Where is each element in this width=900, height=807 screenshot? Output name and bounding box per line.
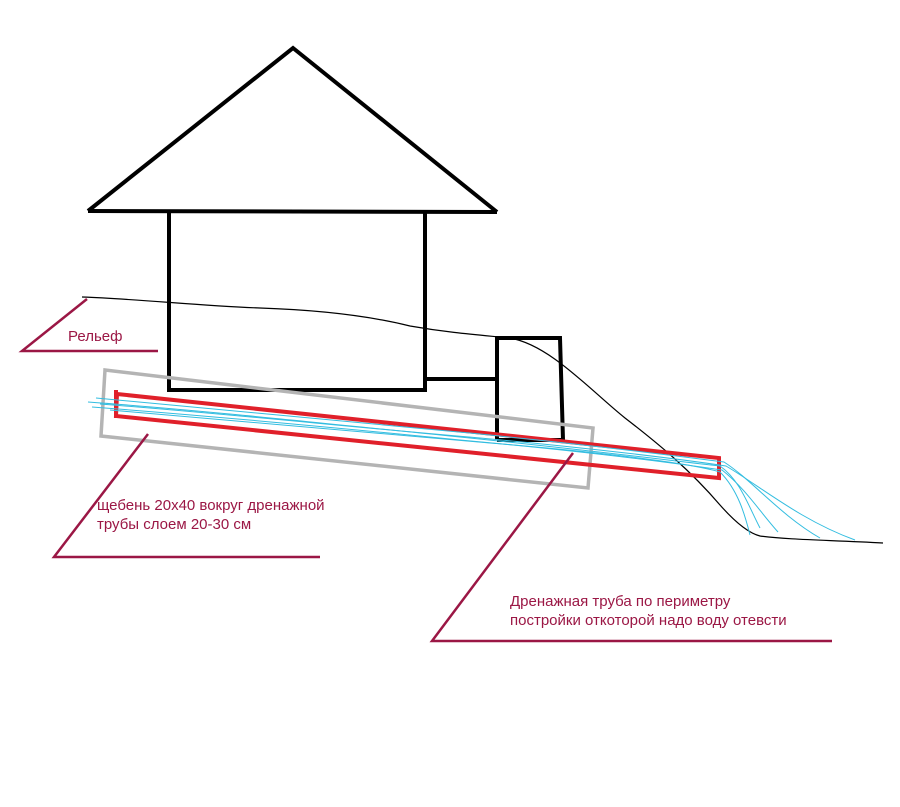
- gravel-bed: [99, 368, 595, 490]
- terrain-line: [81, 296, 884, 544]
- pipe-label: Дренажная труба по периметру постройки о…: [510, 592, 787, 630]
- house-walls: [167, 212, 427, 392]
- gravel-label: щебень 20х40 вокруг дренажной трубы слое…: [97, 496, 325, 534]
- relief-leader: [18, 298, 158, 353]
- pipe-leader: [429, 452, 832, 643]
- gravel-label-line2: трубы слоем 20-30 см: [97, 516, 252, 533]
- relief-label: Рельеф: [68, 327, 122, 346]
- house-roof: [86, 45, 499, 214]
- relief-label-text: Рельеф: [68, 328, 123, 345]
- pipe-label-line2: постройки откоторой надо воду отевсти: [510, 612, 787, 629]
- gravel-label-line1: щебень 20х40 вокруг дренажной: [97, 497, 325, 514]
- water-flow: [87, 397, 856, 541]
- pipe-label-line1: Дренажная труба по периметру: [510, 593, 731, 610]
- roof-base: [87, 209, 498, 214]
- gravel-leader: [51, 433, 320, 559]
